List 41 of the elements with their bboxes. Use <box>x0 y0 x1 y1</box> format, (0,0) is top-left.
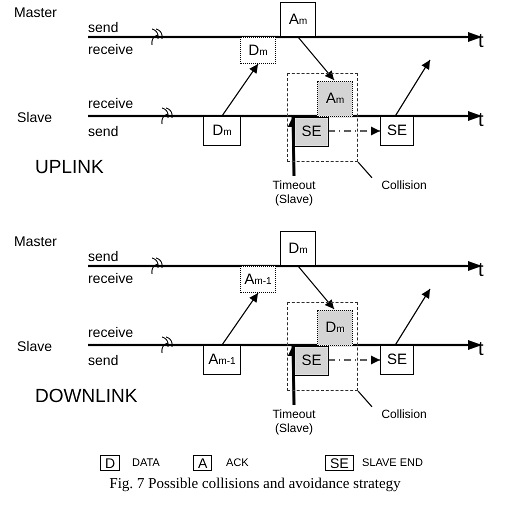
frame-box: SE <box>380 116 414 146</box>
annotation-text: Collision <box>372 405 436 423</box>
caption: Fig. 7 Possible collisions and avoidance strategy <box>108 476 402 493</box>
axis-label: receive <box>88 324 134 340</box>
frame-box: SE <box>380 345 414 375</box>
arrow <box>394 60 431 116</box>
panel-title: DOWNLINK <box>35 386 138 408</box>
frame-box: SE <box>294 346 329 376</box>
axis-label: send <box>88 352 118 368</box>
collision-region <box>287 73 358 162</box>
arrow <box>394 288 431 346</box>
panel-title: UPLINK <box>35 157 104 179</box>
axis-label: Slave <box>17 338 52 354</box>
arrow <box>298 36 334 80</box>
axis-label: Master <box>14 4 57 20</box>
arrow <box>222 292 258 346</box>
axis-label: send <box>88 123 118 139</box>
annotation-text: Timeout (Slave) <box>260 405 328 437</box>
arrow <box>328 356 380 364</box>
axis-label: Master <box>14 233 57 249</box>
arrow <box>298 266 334 310</box>
annotation-text: Collision <box>372 176 436 194</box>
legend-text: ACK <box>226 457 249 469</box>
legend-text: SLAVE END <box>362 457 423 469</box>
axis-label: send <box>88 248 118 264</box>
leader-line <box>358 390 372 408</box>
legend-sample: D <box>100 455 120 471</box>
axis-label: receive <box>88 270 134 286</box>
axis-label: Slave <box>17 109 52 125</box>
arrow <box>222 64 258 116</box>
legend-sample: A <box>193 455 212 471</box>
axis-label: receive <box>88 95 134 111</box>
arrow <box>328 126 380 136</box>
leader-line <box>358 162 372 178</box>
frame-box: SE <box>294 117 329 147</box>
legend-text: DATA <box>132 457 160 469</box>
annotation-text: Timeout (Slave) <box>260 176 328 208</box>
collision-region <box>287 302 358 391</box>
axis-label: receive <box>88 41 134 57</box>
legend-sample: SE <box>325 455 354 471</box>
axis-label: send <box>88 19 118 35</box>
